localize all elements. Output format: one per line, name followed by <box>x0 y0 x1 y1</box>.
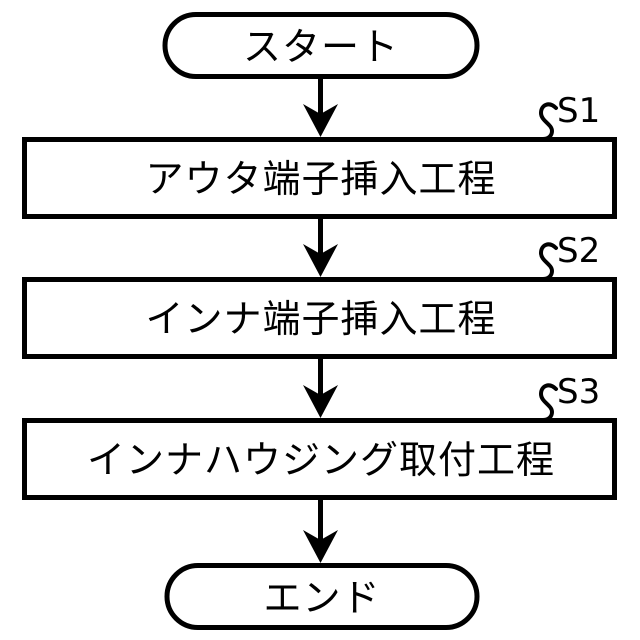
step-label-s1: S1 <box>538 91 600 141</box>
process-s3-label: インナハウジング取付工程 <box>87 438 555 482</box>
step-label-s1-text: S1 <box>557 91 600 131</box>
node-process-s2[interactable]: インナ端子挿入工程 <box>22 277 617 359</box>
process-s1-shape <box>22 137 617 219</box>
connector-s1-to-s2 <box>303 218 338 277</box>
step-label-s2: S2 <box>538 231 600 281</box>
connector-s3-to-end <box>303 500 338 563</box>
leader-line-s1 <box>538 102 558 141</box>
start-label: スタート <box>243 25 399 69</box>
leader-line-s2 <box>538 242 558 281</box>
step-label-s3-text: S3 <box>557 372 600 412</box>
process-s3-shape <box>22 418 617 500</box>
node-process-s3[interactable]: インナハウジング取付工程 <box>22 418 617 500</box>
connector-start-to-s1 <box>303 77 338 137</box>
node-process-s1[interactable]: アウタ端子挿入工程 <box>22 137 617 219</box>
step-label-s2-text: S2 <box>557 231 600 271</box>
end-label: エンド <box>263 576 380 620</box>
connector-s2-to-s3 <box>303 358 338 418</box>
process-s2-label: インナ端子挿入工程 <box>145 297 496 341</box>
process-s2-shape <box>22 277 617 359</box>
end-terminator-shape <box>164 563 480 630</box>
node-start[interactable]: スタート <box>162 12 480 79</box>
start-terminator-shape <box>162 12 480 79</box>
step-label-s3: S3 <box>538 372 600 422</box>
node-end[interactable]: エンド <box>164 563 480 630</box>
process-s1-label: アウタ端子挿入工程 <box>145 157 496 201</box>
leader-line-s3 <box>538 383 558 422</box>
